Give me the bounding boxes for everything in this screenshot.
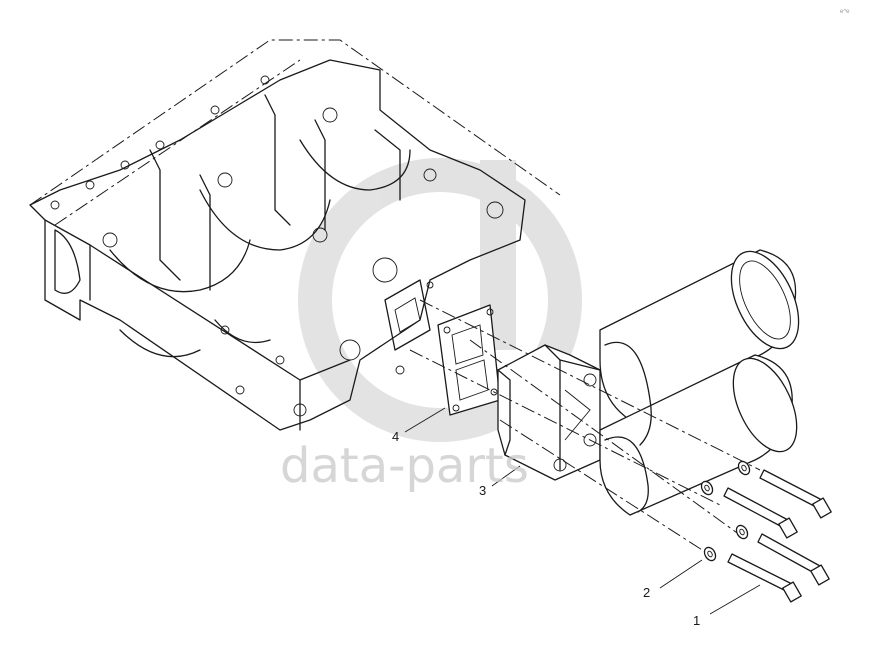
washers bbox=[700, 460, 751, 562]
callout-3: 3 bbox=[479, 483, 486, 498]
corner-mark: e^e bbox=[840, 9, 850, 15]
callout-4: 4 bbox=[392, 429, 399, 444]
gasket bbox=[437, 304, 501, 416]
bolts bbox=[723, 469, 832, 603]
engine-block bbox=[29, 39, 561, 431]
assembly-lines bbox=[409, 299, 761, 556]
watermark-text: data-parts bbox=[280, 438, 529, 494]
callout-leaders bbox=[404, 407, 761, 615]
filter-cartridges bbox=[599, 249, 800, 516]
callout-1: 1 bbox=[693, 613, 700, 628]
callout-2: 2 bbox=[643, 585, 650, 600]
